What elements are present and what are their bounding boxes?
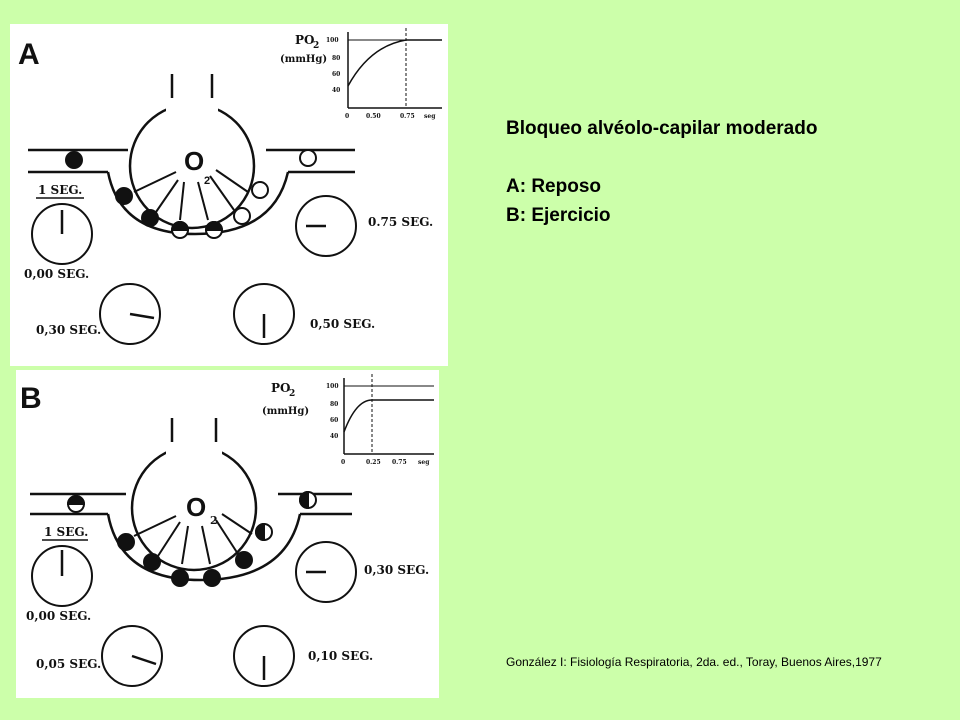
panel-a-ytick-1: 100 [326, 37, 339, 44]
panel-a-xtick-4: seg [424, 113, 436, 120]
panel-b-clock-3 [233, 625, 295, 687]
panel-b-ytick-2: 80 [330, 401, 338, 408]
panel-a-clock-label-3: 0,50 SEG. [310, 317, 375, 331]
panel-a-clock-3 [233, 283, 295, 345]
panel-b-diffusion-arrows [133, 513, 253, 565]
panel-a-xtick-1: 0 [345, 113, 349, 120]
panel-b-o2-label: O [186, 492, 206, 522]
panel-b-xtick-4: seg [418, 459, 430, 466]
panel-a-clock-label-1: 0,00 SEG. [24, 267, 89, 281]
label-b-ejercicio: B: Ejercicio [506, 205, 611, 226]
panel-a-ytick-3: 60 [332, 71, 340, 78]
panel-a-ytick-2: 80 [332, 55, 340, 62]
diagram-panel-a: A PO 2 (mmHg) 100 80 60 40 0 0.50 0.75 s… [10, 24, 448, 366]
panel-a-o2-label: O [184, 146, 204, 176]
diagram-a-svg: A PO 2 (mmHg) 100 80 60 40 0 0.50 0.75 s… [18, 28, 442, 345]
panel-b-po2-label: PO [271, 381, 290, 395]
panel-a-diffusion-arrows [133, 169, 249, 221]
panel-b-xtick-3: 0.75 [392, 459, 407, 466]
panel-a-unit-label: (mmHg) [280, 54, 327, 65]
panel-b-ytick-4: 40 [330, 433, 338, 440]
panel-b-clock-1 [31, 545, 93, 607]
panel-a-red-cells [65, 149, 317, 239]
panel-b-graph: 100 80 60 40 0 0.25 0.75 seg [326, 374, 434, 466]
panel-a-clock-label-4: 0.75 SEG. [368, 215, 433, 229]
diagram-panel-b: B PO 2 (mmHg) 100 80 60 40 0 0.25 0.75 s… [16, 370, 439, 698]
panel-b-xtick-2: 0.25 [366, 459, 381, 466]
label-a-reposo: A: Reposo [506, 176, 601, 197]
panel-b-po2-sub: 2 [289, 389, 295, 399]
panel-a-o2-sub: 2 [204, 175, 210, 187]
panel-b-ytick-3: 60 [330, 417, 338, 424]
panel-b-neck-gap [166, 442, 222, 456]
panel-a-start-label: 1 SEG. [38, 183, 82, 197]
panel-a-xtick-3: 0.75 [400, 113, 415, 120]
panel-a-clock-4 [295, 195, 357, 257]
panel-b-o2-sub: 2 [210, 514, 218, 527]
citation: González I: Fisiología Respiratoria, 2da… [506, 655, 882, 669]
panel-a-graph: 100 80 60 40 0 0.50 0.75 seg [326, 28, 442, 120]
panel-b-clock-label-3: 0,10 SEG. [308, 649, 373, 663]
panel-b-clock-label-2: 0,05 SEG. [36, 657, 101, 671]
panel-a-xtick-2: 0.50 [366, 113, 381, 120]
panel-a-clock-1 [31, 203, 93, 265]
panel-b-ytick-1: 100 [326, 383, 339, 390]
panel-a-clock-2 [99, 283, 161, 345]
slide-title: Bloqueo alvéolo-capilar moderado [506, 118, 818, 139]
panel-a-ytick-4: 40 [332, 87, 340, 94]
panel-b-clock-2 [101, 625, 163, 687]
panel-b-letter: B [20, 382, 42, 415]
panel-a-letter: A [18, 38, 40, 71]
panel-b-red-cells [66, 490, 317, 587]
panel-a-neck-gap [166, 98, 218, 112]
panel-b-start-label: 1 SEG. [44, 525, 88, 539]
panel-b-clock-label-1: 0,00 SEG. [26, 609, 91, 623]
diagram-b-svg: B PO 2 (mmHg) 100 80 60 40 0 0.25 0.75 s… [20, 374, 434, 687]
panel-b-clock-4 [295, 541, 357, 603]
panel-a-clock-label-2: 0,30 SEG. [36, 323, 101, 337]
panel-b-xtick-1: 0 [341, 459, 345, 466]
panel-b-clock-label-4: 0,30 SEG. [364, 563, 429, 577]
panel-a-po2-label: PO [295, 33, 314, 47]
panel-a-po2-sub: 2 [313, 41, 319, 51]
panel-b-unit-label: (mmHg) [262, 406, 309, 417]
